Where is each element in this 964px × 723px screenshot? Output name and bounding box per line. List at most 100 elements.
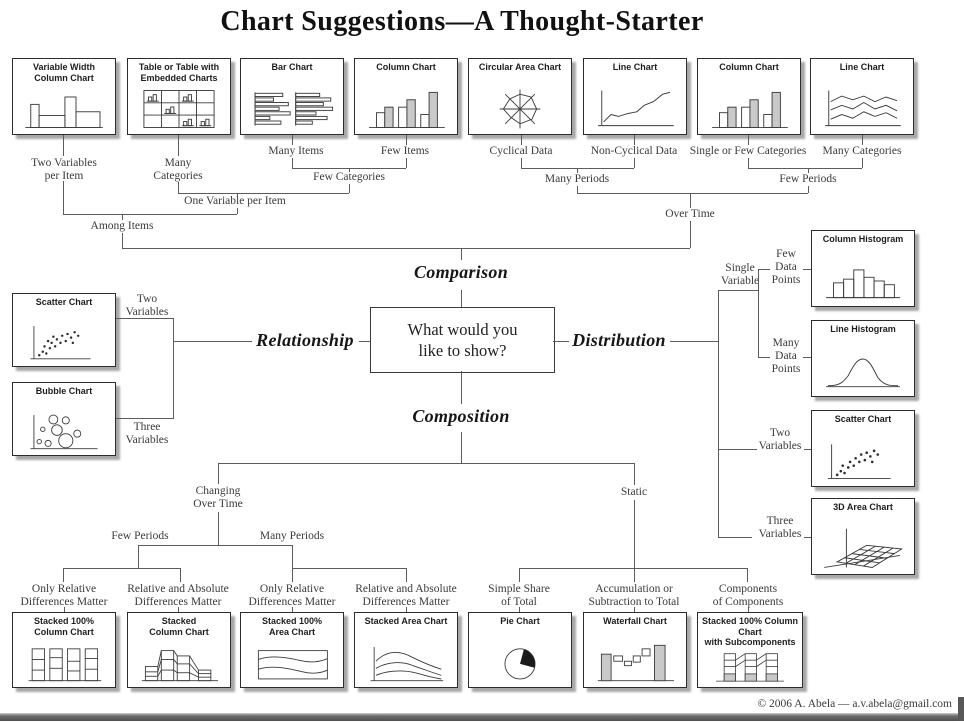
connector-line: [634, 463, 635, 485]
connector-line: [718, 449, 757, 450]
chart-box-column-histogram: Column Histogram: [811, 230, 915, 307]
chart-box-title: Scatter Chart: [834, 414, 892, 424]
connector-line: [349, 184, 350, 193]
label-three-variables-right: Three Variables: [758, 515, 802, 541]
connector-line: [690, 193, 691, 208]
connector-line: [803, 357, 811, 358]
chart-box-title: Line Histogram: [830, 324, 896, 334]
connector-line: [553, 341, 569, 342]
waterfall-chart-icon: [597, 644, 674, 682]
connector-line: [748, 607, 749, 612]
label-single-variable: Single Variable: [720, 262, 760, 288]
connector-line: [803, 269, 811, 270]
connector-line: [180, 568, 181, 582]
chart-box-table-embedded: Table or Table with Embedded Charts: [127, 58, 231, 135]
chart-box-title: Circular Area Chart: [478, 62, 562, 72]
page-title: Chart Suggestions—A Thought-Starter: [220, 6, 704, 37]
connector-line: [292, 158, 293, 168]
label-three-variables-left: Three Variables: [125, 421, 169, 447]
connector-line: [122, 233, 123, 248]
connector-line: [292, 568, 406, 569]
connector-line: [406, 607, 407, 612]
connector-line: [521, 158, 522, 168]
label-relative-absolute-1: Relative and Absolute Differences Matter: [127, 583, 229, 609]
connector-line: [122, 248, 690, 249]
chart-box-scatter-right: Scatter Chart: [811, 410, 915, 487]
connector-line: [292, 545, 293, 582]
connector-line: [634, 158, 635, 168]
connector-line: [748, 158, 749, 168]
connector-line: [63, 568, 180, 569]
chart-box-stacked100-column: Stacked 100% Column Chart: [12, 612, 116, 688]
stacked-column-chart-icon: [141, 650, 218, 682]
connector-line: [862, 158, 863, 168]
chart-box-scatter-left: Scatter Chart: [12, 293, 116, 367]
chart-box-stacked100-subcomponents: Stacked 100% Column Chart with Subcompon…: [697, 612, 803, 688]
connector-line: [218, 463, 635, 464]
connector-line: [804, 537, 811, 538]
three-d-area-chart-icon: [824, 528, 904, 568]
connector-line: [63, 181, 64, 214]
chart-box-title: 3D Area Chart: [833, 502, 893, 512]
label-relative-absolute-2: Relative and Absolute Differences Matter: [355, 583, 457, 609]
connector-line: [292, 135, 293, 145]
connector-line: [116, 418, 173, 419]
connector-line: [718, 290, 758, 291]
axis-label-composition: Composition: [412, 406, 510, 426]
connector-line: [577, 193, 808, 194]
chart-box-stacked-area: Stacked Area Chart: [354, 612, 458, 688]
label-many-items: Many Items: [268, 145, 324, 157]
label-static: Static: [620, 486, 648, 498]
chart-box-title: Column Chart: [719, 62, 779, 72]
chart-box-3d-area: 3D Area Chart: [811, 498, 915, 575]
connector-line: [670, 341, 718, 342]
stacked-100-column-chart-icon: [28, 648, 102, 682]
connector-line: [178, 607, 179, 612]
chart-box-pie: Pie Chart: [468, 612, 572, 688]
chart-box-title: Column Chart: [376, 62, 436, 72]
label-few-periods-bottom: Few Periods: [111, 530, 169, 542]
connector-line: [237, 193, 238, 196]
connector-line: [64, 607, 65, 612]
connector-line: [747, 568, 748, 582]
connector-line: [519, 607, 520, 612]
connector-line: [63, 568, 64, 582]
chart-box-title: Variable Width Column Chart: [33, 62, 95, 83]
connector-line: [359, 341, 370, 342]
line-chart-icon: [598, 90, 674, 127]
axis-label-relationship: Relationship: [256, 330, 354, 350]
label-two-variables-right: Two Variables: [758, 427, 802, 453]
label-few-items: Few Items: [380, 145, 430, 157]
label-simple-share: Simple Share of Total: [488, 583, 550, 609]
connector-line: [862, 135, 863, 145]
label-two-variables-left: Two Variables: [125, 293, 169, 319]
label-many-periods-top: Many Periods: [544, 173, 610, 185]
label-changing-over-time: Changing Over Time: [193, 485, 243, 511]
connector-line: [748, 168, 862, 169]
connector-line: [521, 135, 522, 145]
label-one-variable-per-item: One Variable per Item: [184, 195, 286, 207]
connector-line: [804, 449, 811, 450]
chart-box-title: Waterfall Chart: [603, 616, 667, 626]
label-components: Components of Components: [712, 583, 784, 609]
connector-line: [349, 168, 350, 172]
column-histogram-icon: [826, 269, 900, 299]
label-single-or-few-categories: Single or Few Categories: [689, 145, 807, 157]
connector-line: [406, 158, 407, 168]
label-few-periods-top: Few Periods: [779, 173, 837, 185]
connector-line: [218, 463, 219, 484]
connector-line: [237, 208, 238, 214]
connector-line: [690, 221, 691, 248]
chart-box-title: Stacked 100% Column Chart: [33, 616, 95, 637]
connector-line: [577, 168, 578, 173]
chart-box-title: Bubble Chart: [35, 386, 93, 396]
connector-line: [63, 214, 237, 215]
label-few-data-points: Few Data Points: [771, 248, 801, 287]
connector-line: [634, 135, 635, 145]
bubble-chart-icon: [30, 414, 98, 450]
connector-line: [138, 545, 292, 546]
connector-line: [173, 341, 252, 342]
connector-line: [116, 318, 173, 319]
scatter-chart-icon: [827, 444, 891, 479]
